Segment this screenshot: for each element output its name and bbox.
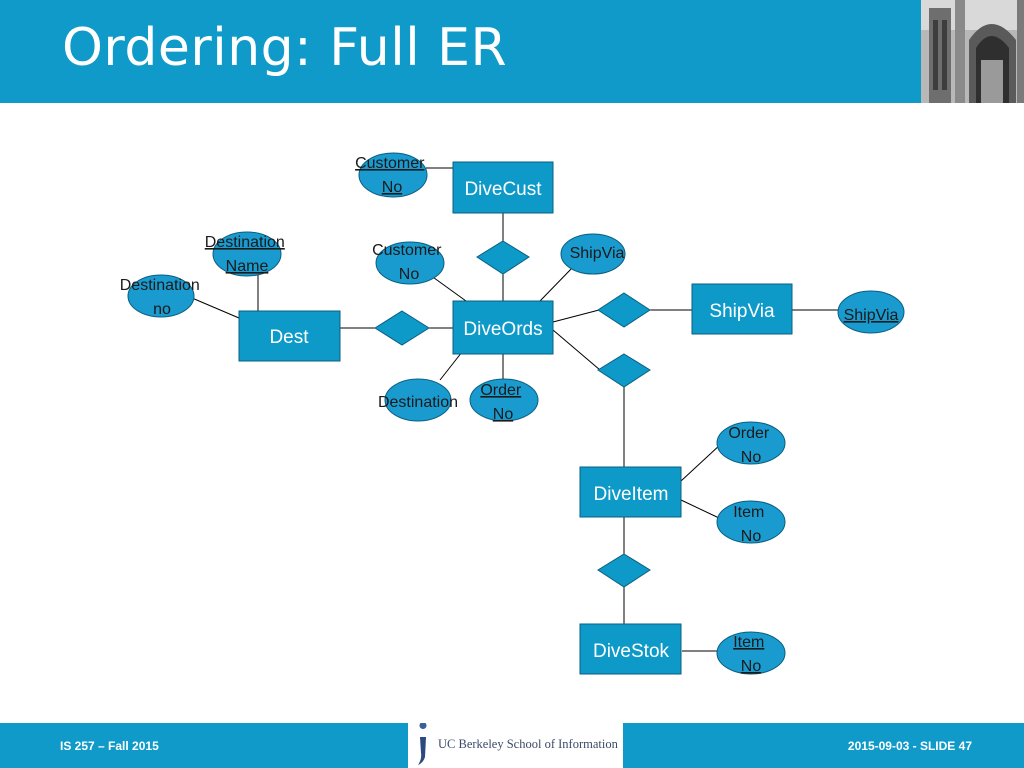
slide-title: Ordering: Full ER [62,18,508,78]
line-diveitem-orderno [680,443,722,482]
attribute-shipvia-shipvia [837,290,905,334]
campus-photo [921,0,1024,103]
attribute-label-dest-destination-no: Destination no [120,277,205,318]
attribute-dest-destination-no [127,274,195,318]
entity-divecust [452,161,554,214]
attribute-dest-destination-name [212,231,282,277]
attribute-label-diveitem-order-no: Order No [728,425,773,466]
attribute-diveords-shipvia [560,233,626,275]
line-diveitem-itemno [680,499,720,519]
attribute-diveords-customer-no [375,241,445,285]
entity-divestok [579,623,682,675]
relationship-dest-diveords [374,310,430,346]
slide-date-number: 2015-09-03 - SLIDE 47 [847,739,972,753]
line-ordscustno-diveords [429,274,467,302]
connector-lines [191,167,838,652]
entity-label-dest: Dest [269,327,309,348]
entity-label-shipvia: ShipVia [709,301,775,322]
entity-dest [238,310,341,362]
attribute-diveords-destination [384,378,452,422]
attribute-label-diveords-order-no: Order No [480,382,525,423]
attribute-label-diveitem-item-no: Item No [733,504,769,545]
attribute-diveitem-order-no [716,421,786,465]
line-destination-diveords [439,351,463,381]
entity-label-divecust: DiveCust [464,179,542,200]
attribute-label-diveords-destination: Destination [378,394,458,411]
school-logo-text: UC Berkeley School of Information [438,737,618,751]
entity-label-diveords: DiveOrds [463,319,542,340]
attribute-label-shipvia-shipvia: ShipVia [844,307,899,324]
entity-label-diveitem: DiveItem [594,484,669,505]
relationship-diveords-diveitem [597,353,651,388]
attribute-label-diveords-shipvia: ShipVia [570,245,625,262]
school-logo: UC Berkeley School of Information [408,723,623,768]
attribute-label-divecust-customer-no: Customer No [355,155,429,196]
relationship-diveitem-divestok [597,553,651,588]
attribute-label-divestok-item-no: Item No [733,634,769,675]
line-ordsshipvia-diveords [539,265,575,302]
slide-footer: IS 257 – Fall 2015 UC Berkeley School of… [0,723,1024,768]
line-destno-dest [191,297,240,319]
attribute-diveords-order-no [469,378,539,422]
attribute-divestok-item-no [716,631,786,675]
attribute-label-dest-destination-name: Destination Name [205,234,290,275]
entity-shipvia [691,283,793,335]
entity-label-divestok: DiveStok [593,641,670,662]
line-diveords-rel-shipvia [552,309,600,323]
entity-diveords [452,300,554,355]
relationship-divecust-diveords [476,240,530,275]
entity-diveitem [579,466,682,518]
attribute-divecust-customer-no [358,152,428,198]
line-diveords-rel-item [552,329,601,371]
school-logo-icon [410,723,436,768]
course-label: IS 257 – Fall 2015 [60,739,159,753]
slide-header: Ordering: Full ER [0,0,1024,103]
attribute-diveitem-item-no [716,500,786,544]
er-diagram: DiveCust DiveOrds Dest ShipVia DiveItem … [120,152,905,675]
attribute-label-diveords-customer-no: Customer No [372,242,446,283]
relationship-diveords-shipvia [597,292,651,328]
